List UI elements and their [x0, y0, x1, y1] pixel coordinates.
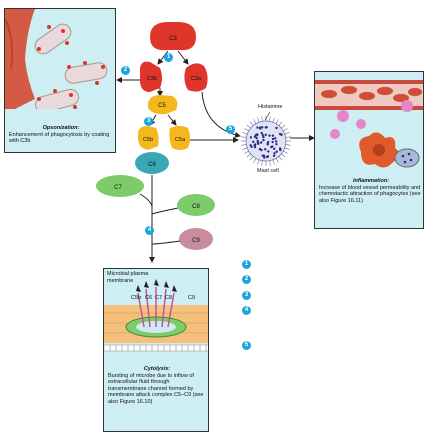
- c3b-label: C3b: [147, 76, 157, 82]
- inflammation-text: Increase of blood vessel permeability an…: [319, 184, 421, 204]
- c6-shape: [135, 152, 169, 174]
- c8-label: C8: [192, 204, 200, 210]
- mac-label-c9: C9: [188, 295, 196, 301]
- inflammation-panel: Inflammation: Increase of blood vessel p…: [314, 71, 424, 229]
- mac-label-c5b: C5b: [131, 295, 142, 301]
- c5-label: C5: [158, 103, 166, 109]
- opsonization-panel: Opsonization: Enhancement of phagocytosi…: [4, 8, 116, 153]
- step-5-badge: 5: [226, 125, 235, 134]
- bacterium-2: [64, 62, 108, 84]
- step-1-badge: 1: [164, 53, 173, 62]
- cytolysis-text: Bursting of microbe due to inflow of ext…: [108, 372, 204, 405]
- c9-label: C9: [192, 238, 200, 244]
- opsonization-text: Enhancement of phagocytosis by coating w…: [9, 131, 110, 145]
- inflammation-caption: Inflammation: Increase of blood vessel p…: [319, 178, 423, 204]
- c3b-shape: [140, 61, 162, 92]
- bacterium-1: [34, 23, 72, 55]
- legend-4: 4: [242, 306, 251, 315]
- c5b-shape: [138, 126, 159, 150]
- step-4-badge: 4: [145, 226, 154, 235]
- inflammation-illustration: [315, 80, 423, 168]
- cytolysis-caption: Cytolysis: Bursting of microbe due to in…: [108, 366, 206, 406]
- c3-shape: [150, 22, 196, 51]
- c3a-shape: [184, 63, 208, 92]
- cytolysis-panel: Microbial plasma membrane C5b C6 C7 C8 C…: [103, 268, 209, 432]
- bacterium-3: [34, 88, 80, 109]
- histamine-label: Histamine: [258, 104, 283, 110]
- step-2-badge: 2: [121, 66, 130, 75]
- opsonization-caption: Opsonization: Enhancement of phagocytosi…: [9, 125, 113, 145]
- c7-shape: [96, 175, 144, 197]
- membrane-label: Microbial plasma membrane: [107, 271, 149, 284]
- c3a-label: C3a: [191, 76, 202, 82]
- mac-label-c8: C8: [165, 295, 173, 301]
- legend-3: 3: [242, 291, 251, 300]
- inflammation-title: Inflammation:: [352, 178, 390, 184]
- c8-shape: [177, 194, 215, 216]
- mast-cell-label: Mast cell: [257, 168, 279, 174]
- legend-2: 2: [242, 275, 251, 284]
- c5a-label: C5a: [175, 137, 186, 143]
- mast-cell: [241, 116, 291, 166]
- opsonization-title: Opsonization:: [42, 125, 80, 131]
- mac-label-c7: C7: [155, 295, 163, 301]
- c5b-label: C5b: [143, 137, 153, 143]
- c7-label: C7: [114, 185, 122, 191]
- c5a-shape: [169, 126, 190, 150]
- legend-5: 5: [242, 341, 251, 350]
- legend-1: 1: [242, 260, 251, 269]
- c6-label: C6: [148, 162, 156, 168]
- c5-shape: [148, 95, 178, 115]
- c9-shape: [179, 228, 213, 250]
- bacteria-illustration: [5, 9, 108, 109]
- mac-label-c6: C6: [145, 295, 153, 301]
- cytolysis-title: Cytolysis:: [143, 366, 171, 372]
- c3-label: C3: [169, 36, 177, 42]
- membrane-illustration: [104, 279, 208, 352]
- step-3-badge: 3: [144, 117, 153, 126]
